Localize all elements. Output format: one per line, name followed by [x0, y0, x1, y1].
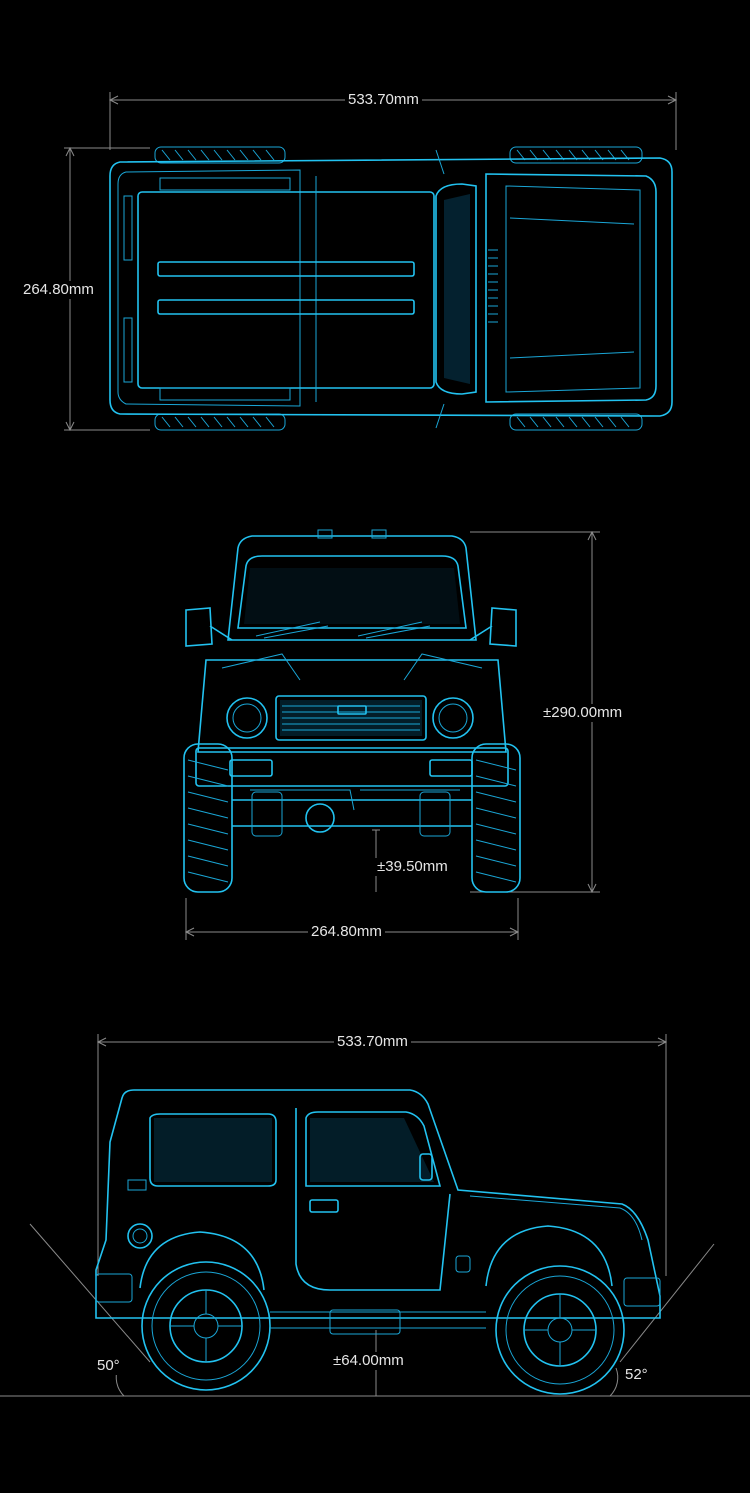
front-clearance-label: ±39.50mm	[374, 858, 451, 876]
front-height-label: ±290.00mm	[540, 704, 626, 722]
top-tires	[154, 146, 643, 431]
side-length-label: 533.70mm	[334, 1033, 411, 1051]
departure-angle-label: 52°	[622, 1366, 651, 1384]
top-view-dimensions	[64, 92, 678, 432]
top-length-label: 533.70mm	[345, 91, 422, 109]
front-width-label: 264.80mm	[308, 923, 385, 941]
side-clearance-label: ±64.00mm	[330, 1352, 407, 1370]
approach-angle-label: 50°	[94, 1357, 123, 1375]
side-view-dimensions	[0, 1034, 750, 1397]
top-view	[64, 92, 678, 432]
top-width-label: 264.80mm	[20, 281, 97, 299]
side-view	[0, 1034, 750, 1397]
front-view	[183, 529, 600, 940]
